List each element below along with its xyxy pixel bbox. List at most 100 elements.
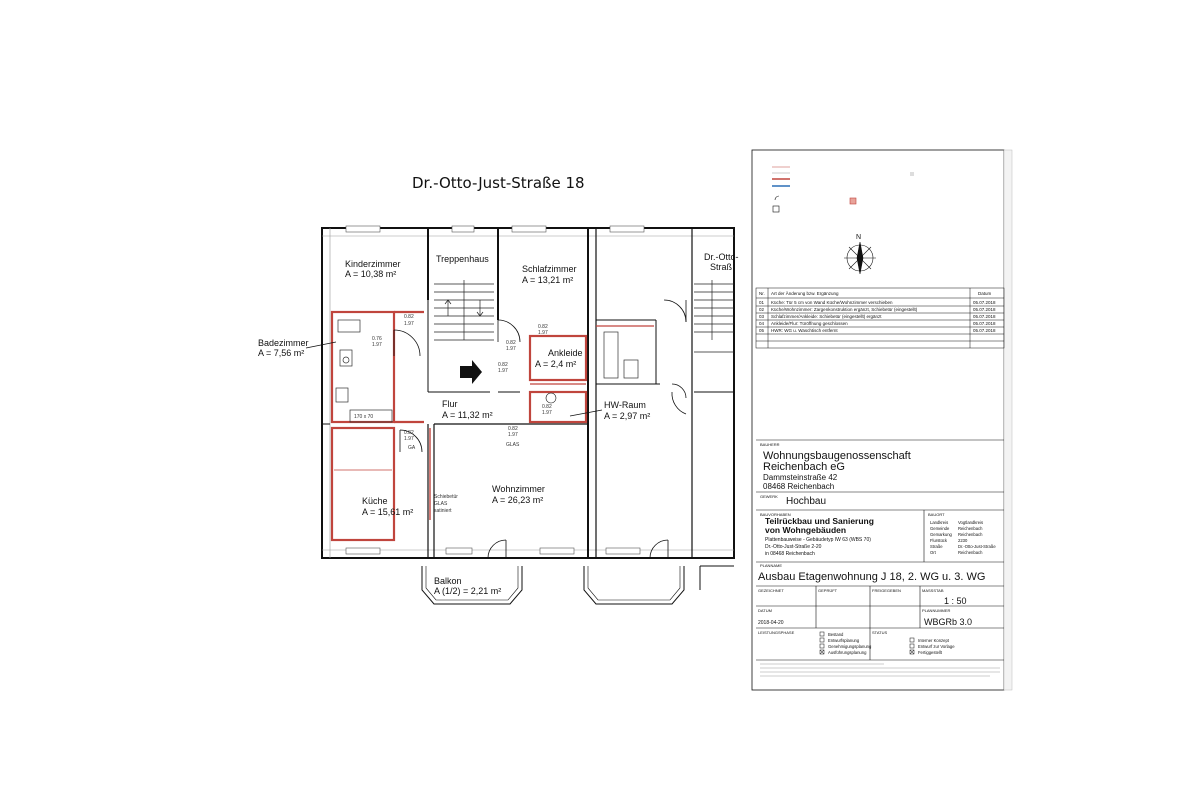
change-nr: 02	[759, 307, 765, 312]
bauort-label: BAUORT	[928, 512, 945, 517]
change-nr: 05	[759, 328, 765, 333]
bauherr-name-2: Reichenbach eG	[763, 461, 845, 473]
change-date: 05.07.2018	[973, 321, 996, 326]
legend	[772, 166, 914, 213]
schiebetuer-label-1: Schiebetür	[434, 494, 458, 500]
room-kueche-name: Küche	[362, 496, 388, 506]
room-hwraum-area: A = 2,97 m²	[604, 411, 650, 421]
room-ankleide-area: A = 2,4 m²	[535, 359, 576, 369]
bauherr-label: BAUHERR	[760, 442, 780, 447]
bauort-value: Reichenbach	[958, 550, 983, 555]
schiebetuer-label-3: satiniert	[434, 508, 452, 514]
floor-plan	[321, 225, 735, 559]
bauvorhaben-line-1: Teilrückbau und Sanierung	[765, 516, 874, 526]
room-flur-name: Flur	[442, 399, 458, 409]
bauort-value: 2230	[958, 538, 968, 543]
change-header-nr: Nr.	[759, 291, 765, 296]
leistungsphase-label: LEISTUNGSPHASE	[758, 630, 795, 635]
status-label: STATUS	[872, 630, 888, 635]
bauort-key: Landkreis	[930, 520, 948, 525]
room-flur-area: A = 11,32 m²	[442, 410, 493, 420]
bauort-value: Reichenbach	[958, 526, 983, 531]
room-kinderzimmer-name: Kinderzimmer	[345, 259, 401, 269]
bauort-value: Dr.-Otto-Just-Straße	[958, 544, 996, 549]
arrow-door-height: 1.97	[498, 368, 508, 374]
north-arrow-icon	[844, 241, 876, 275]
bauherr-addr-2: 08468 Reichenbach	[763, 482, 834, 491]
room-balkon-name: Balkon	[434, 576, 462, 586]
staircase	[434, 280, 494, 341]
change-text: Schlafzimmer/Ankleide: Schiebetür (einge…	[771, 314, 882, 319]
change-text: Ankleide/Flur: Türöffnung geschlossen	[771, 321, 848, 326]
gezeichnet-label: GEZEICHNET	[758, 588, 784, 593]
check-icon	[909, 649, 915, 655]
bauort-value: Vogtlandkreis	[958, 520, 983, 525]
change-date: 05.07.2018	[973, 328, 996, 333]
status-item: Entwurf zur Vorlage	[918, 644, 955, 649]
kitchen-door-width: 0.82	[404, 430, 414, 436]
leistungsphase-item: Entwurfsplanung	[828, 638, 860, 643]
bauort-key: Straße	[930, 544, 943, 549]
room-badezimmer-area: A = 7,56 m²	[258, 348, 304, 358]
room-treppenhaus-name: Treppenhaus	[436, 254, 489, 264]
living-door-width: 0.82	[508, 426, 518, 432]
bauvorhaben-line-4: Dr.-Otto-Just-Straße 2-20	[765, 544, 822, 550]
gewerk-value: Hochbau	[786, 496, 826, 507]
room-kinderzimmer-area: A = 10,38 m²	[345, 269, 396, 279]
massstab-label: MASSSTAB	[922, 588, 944, 593]
gewerk-label: GEWERK	[760, 494, 778, 499]
room-hwraum-name: HW-Raum	[604, 400, 646, 410]
status-item: Fertiggestellt	[918, 650, 943, 655]
bath-door2-height: 1.97	[372, 342, 382, 348]
neighbor-label-1: Dr.-Otto-	[704, 252, 739, 262]
change-table	[755, 287, 1005, 349]
bauort-key: Gemarkung	[930, 532, 953, 537]
plannummer-label: PLANNUMMER	[922, 608, 951, 613]
change-header-art: Art der Änderung bzw. Ergänzung	[771, 290, 839, 296]
room-kueche-area: A = 15,61 m²	[362, 507, 413, 517]
bauvorhaben-label: BAUVORHABEN	[760, 512, 791, 517]
datum-label: DATUM	[758, 608, 772, 613]
bauvorhaben-line-5: in 08468 Reichenbach	[765, 551, 815, 557]
neighbor-staircase	[694, 280, 734, 353]
geprueft-label: GEPRÜFT	[818, 588, 838, 593]
bath-door2-width: 0.76	[372, 336, 382, 342]
bauort-key: Gemeinde	[930, 526, 950, 531]
status-item: Interner Konzept	[918, 638, 950, 643]
room-schlafzimmer-area: A = 13,21 m²	[522, 275, 573, 285]
neighbor-label-2: Straß	[710, 262, 733, 272]
bauherr-addr-1: Dammsteinstraße 42	[763, 473, 838, 482]
planname-value: Ausbau Etagenwohnung J 18, 2. WG u. 3. W…	[758, 571, 985, 583]
bath-door-height: 1.97	[404, 321, 414, 327]
datum-value: 2018-04-20	[758, 620, 784, 626]
bauvorhaben-line-3: Plattenbauweise - Gebäudetyp IW 63 (WBS …	[765, 537, 871, 543]
bauort-value: Reichenbach	[958, 532, 983, 537]
leistungsphase-item: Ausführungsplanung	[828, 650, 867, 655]
hwraum-leader	[569, 409, 603, 417]
bath-fixtures	[335, 319, 639, 423]
room-wohnzimmer-area: A = 26,23 m²	[492, 495, 543, 505]
sleep-door-width: 0.82	[506, 340, 516, 346]
change-text: Küche: Tür 5 cm von Wand Küche/Wohnzimme…	[771, 300, 893, 305]
plannummer-value: WBGRb 3.0	[924, 617, 972, 627]
leistungsphase-item: Bestand	[828, 632, 844, 637]
bauort-key: Flurstück	[930, 538, 948, 543]
ankl-door-height: 1.97	[538, 330, 548, 336]
street-title: Dr.-Otto-Just-Straße 18	[412, 174, 585, 192]
disclaimer-fineprint	[760, 663, 1000, 677]
north-label: N	[856, 234, 861, 241]
arrow-door-width: 0.82	[498, 362, 508, 368]
living-door-height: 1.97	[508, 432, 518, 438]
hw-door-width: 0.82	[542, 404, 552, 410]
tub-label: 170 x 70	[354, 414, 373, 420]
change-date: 05.07.2018	[973, 314, 996, 319]
ankl-door-width: 0.82	[538, 324, 548, 330]
bauherr-name-1: Wohnungsbaugenossenschaft	[763, 450, 911, 462]
door-marks: 0.82 1.97 0.76 1.97 0.82 1.97 0.82 1.97 …	[354, 314, 552, 514]
kitchen-door-height: 1.97	[404, 436, 414, 442]
bauort-key: Ort	[930, 550, 937, 555]
change-date: 05.07.2018	[973, 300, 996, 305]
balkon	[421, 565, 734, 605]
change-header-datum: Datum	[978, 291, 992, 296]
